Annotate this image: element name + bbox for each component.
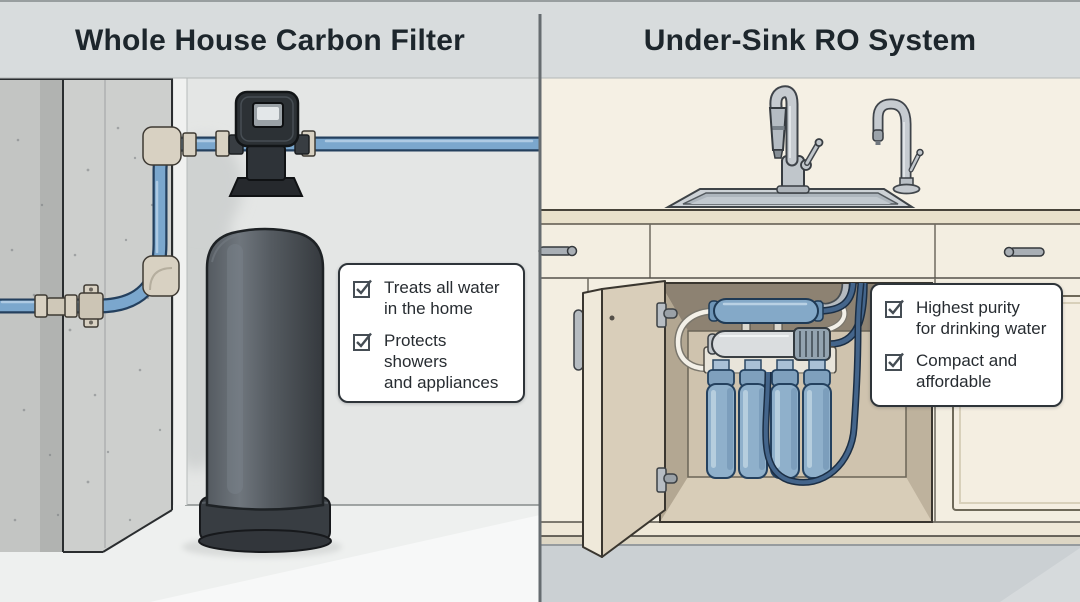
checkbox-checked-icon	[885, 352, 904, 371]
tank-body	[205, 227, 325, 511]
pipe-elbow-lower	[142, 255, 180, 297]
countertop-edge	[541, 210, 1080, 224]
feature-item: Compact and affordable	[884, 350, 1051, 392]
carbon-filter-tank	[198, 90, 332, 553]
pipe-fittings	[34, 126, 316, 328]
door-hinge	[656, 467, 678, 493]
feature-item: Treats all water in the home	[352, 277, 513, 319]
ro-faucet-base	[892, 183, 921, 195]
faucet-lever	[814, 138, 824, 147]
valve-outlet-port	[294, 134, 310, 155]
floor-light-wedge	[150, 515, 540, 602]
ro-filtration-unit	[674, 282, 868, 486]
ro-membrane-housing	[713, 298, 819, 324]
basement-scene	[0, 78, 548, 602]
pipe-nut	[182, 132, 197, 157]
tank-neck	[246, 145, 286, 181]
drawer-handle	[538, 245, 578, 257]
feature-text: Highest purity for drinking water	[916, 298, 1047, 338]
interior-floor	[660, 477, 932, 522]
pipe-union-nut	[34, 294, 48, 318]
toe-kick	[541, 536, 1080, 544]
left-door-handle	[573, 309, 584, 371]
feature-text: Compact and affordable	[916, 351, 1018, 391]
filter-cartridge	[706, 359, 736, 479]
feature-item: Protects showers and appliances	[352, 330, 513, 393]
checkbox-checked-icon	[885, 299, 904, 318]
faucet-nozzle	[772, 149, 784, 159]
filter-cartridge	[802, 359, 832, 479]
pipe-nut	[215, 130, 230, 157]
door-knob-dot	[609, 315, 615, 321]
right-panel-title: Under-Sink RO System	[643, 24, 977, 57]
feature-text: Treats all water in the home	[384, 278, 500, 318]
open-cabinet-door	[582, 280, 678, 558]
right-feature-callout: Highest purity for drinking water Compac…	[870, 283, 1063, 407]
pipe-wall-bracket	[78, 292, 104, 320]
door-edge	[582, 288, 603, 558]
kitchen-floor	[541, 544, 1080, 602]
ro-faucet-spout-tip	[872, 129, 884, 142]
valve-display-screen	[257, 107, 279, 120]
drawer-handle	[1003, 246, 1045, 258]
wall-corner-highlight	[174, 78, 187, 505]
tank-highlight	[227, 244, 243, 494]
drawer-row	[538, 224, 1080, 279]
panel-divider	[538, 14, 542, 602]
sink-basin-bottom	[690, 197, 891, 204]
pipe-union-nut	[64, 294, 78, 318]
concrete-pillar	[0, 78, 188, 553]
ro-faucet	[872, 98, 924, 195]
door-hinge	[656, 302, 678, 328]
kitchen-sink	[664, 188, 916, 208]
filter-cartridges	[706, 359, 832, 479]
ro-faucet-handle	[916, 148, 924, 157]
pipe-elbow-upper	[142, 126, 182, 166]
left-panel-title: Whole House Carbon Filter	[74, 24, 466, 57]
main-faucet	[768, 85, 824, 194]
door-face	[601, 280, 666, 558]
feature-text: Protects showers and appliances	[384, 331, 499, 392]
feature-item: Highest purity for drinking water	[884, 297, 1051, 339]
filter-cartridge	[738, 359, 768, 479]
filter-cartridge	[770, 359, 800, 479]
checkbox-checked-icon	[353, 332, 372, 351]
left-feature-callout: Treats all water in the home Protects sh…	[338, 263, 525, 403]
cabinet-bottom-rail	[541, 522, 1080, 536]
checkbox-checked-icon	[353, 279, 372, 298]
